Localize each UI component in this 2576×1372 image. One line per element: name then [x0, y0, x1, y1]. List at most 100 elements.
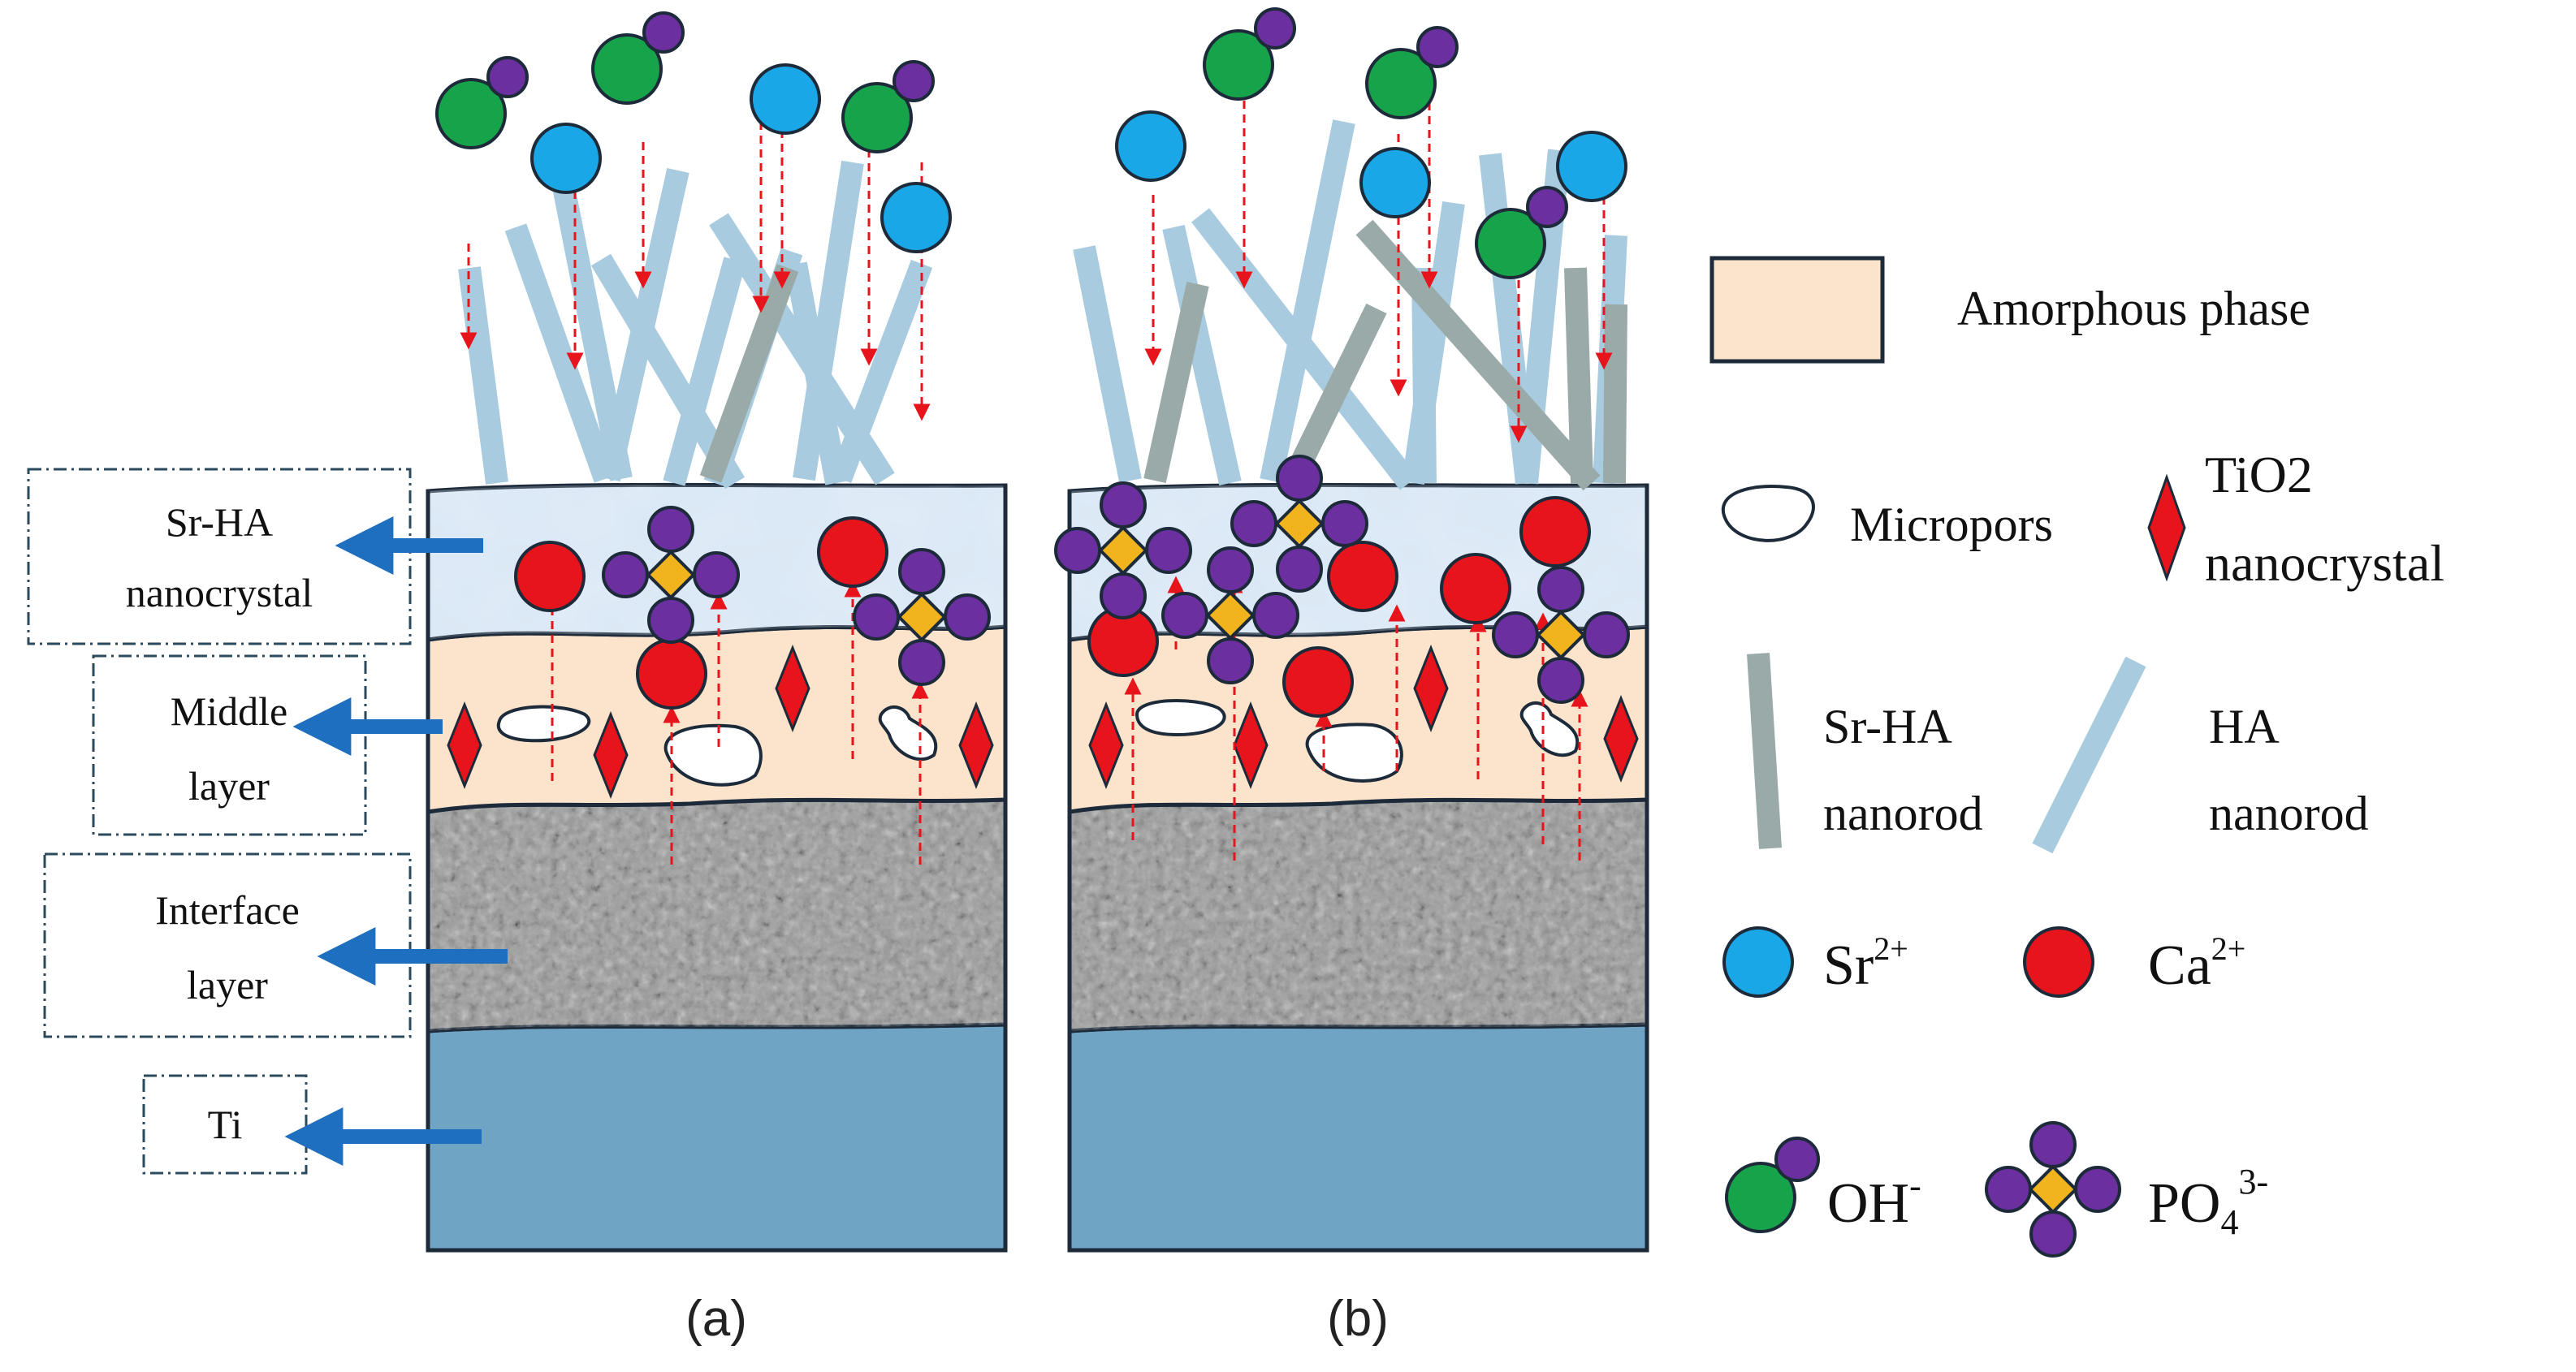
ca-ion	[817, 516, 888, 588]
sr-ha-nanocrystal-label-line2: nanocrystal	[126, 570, 313, 615]
oh-ion	[1203, 29, 1274, 101]
sr-ion	[530, 123, 602, 194]
ha-nanorod	[1162, 224, 1242, 486]
po4-ion-oxygen	[1207, 637, 1254, 684]
legend-oh-ion-symbol: OH	[1827, 1172, 1909, 1235]
tio2-nanocrystal	[593, 710, 629, 800]
legend-tio2-icon	[2147, 473, 2186, 582]
sr-ion	[1359, 147, 1431, 218]
oh-ion	[591, 33, 663, 105]
po4-ion-oxygen	[602, 551, 649, 598]
ha-nanorod	[793, 160, 864, 481]
ti-substrate-b	[1067, 1022, 1649, 1253]
sr-ion	[1556, 131, 1627, 202]
ha-nanorod	[504, 223, 616, 483]
oh-ion-oxygen	[893, 60, 935, 102]
legend-po4-ion-label: PO43-	[2148, 1162, 2268, 1242]
legend-sr-ha-nanorod-label-line1: Sr-HA	[1823, 700, 1952, 753]
sr-ha-nanorod	[1564, 267, 1593, 484]
legend-micropore-icon	[1721, 485, 1815, 542]
sr-ha-nanorod	[1355, 219, 1601, 491]
oh-ion-oxygen	[642, 11, 685, 54]
po4-ion-oxygen	[1537, 566, 1584, 613]
ha-nanorod	[663, 257, 746, 486]
oh-ion	[1365, 48, 1437, 119]
side-labels: Sr-HA nanocrystal Middle layer Interface…	[27, 468, 508, 1175]
legend-amorphous-swatch	[1709, 256, 1885, 364]
panel-b-caption: (b)	[1327, 1291, 1389, 1347]
legend-ha-nanorod-icon	[2032, 656, 2146, 854]
po4-ion-oxygen	[1100, 481, 1147, 529]
po4-ion-oxygen	[1230, 500, 1277, 547]
legend-sr-ion-symbol: Sr	[1823, 934, 1874, 997]
ions	[435, 7, 1630, 718]
tio2-nanocrystal	[958, 701, 994, 790]
legend-tio2-label-line2: nanocrystal	[2205, 534, 2444, 592]
po4-ion-oxygen	[693, 551, 740, 598]
middle-layer-label-line2: layer	[188, 763, 270, 809]
sr-ha-nanocrystal-label-line1: Sr-HA	[166, 499, 273, 545]
legend-oh-ion-icon	[1725, 1137, 1820, 1233]
legend-po4-ion-icon	[1985, 1121, 2121, 1258]
tio2-nanocrystal	[447, 701, 482, 790]
ti-substrate-a	[426, 1022, 1008, 1253]
sr-ha-nanorod	[1281, 303, 1387, 489]
micropore	[496, 705, 591, 743]
ca-ion	[1519, 496, 1591, 567]
sr-ion	[750, 63, 821, 135]
legend-ca-ion-label: Ca2+	[2148, 930, 2245, 997]
legend-sr-ha-nanorod-icon	[1747, 653, 1782, 849]
po4-ion-oxygen	[944, 593, 991, 641]
po4-ion-oxygen	[1276, 455, 1323, 502]
po4-ion-oxygen	[898, 548, 945, 595]
po4-ion-oxygen	[1492, 611, 1539, 658]
ha-nanorod	[458, 266, 508, 485]
oh-ion-oxygen	[486, 56, 529, 98]
micropores	[496, 698, 1580, 787]
legend-po4-ion-symbol: PO	[2148, 1172, 2220, 1235]
legend-po4-ion-charge: 3-	[2238, 1162, 2268, 1202]
legend-micropores-label: Micropors	[1850, 498, 2053, 551]
tio2-nanocrystal	[775, 644, 810, 733]
middle-layer-label-line1: Middle	[171, 688, 287, 734]
micropore	[1135, 698, 1226, 737]
po4-ion-oxygen	[1207, 546, 1254, 593]
po4-ion-oxygen	[1583, 611, 1630, 658]
tio2-nanocrystal	[1233, 701, 1269, 790]
legend-ca-ion-icon	[2023, 926, 2094, 998]
legend-tio2-label-line1: TiO2	[2205, 446, 2313, 503]
legend-sr-ha-nanorod-label-line2: nanorod	[1823, 787, 1983, 840]
po4-ion-oxygen	[647, 506, 694, 553]
nanorods	[458, 119, 1627, 491]
oh-ion-oxygen	[1254, 7, 1296, 50]
po4-ion-oxygen	[647, 597, 694, 644]
legend-ca-ion-symbol: Ca	[2148, 934, 2211, 997]
legend-po4-ion-subscript: 4	[2220, 1202, 2238, 1242]
tio2-nanocrystal	[1603, 694, 1639, 783]
micropore	[1519, 701, 1580, 757]
po4-ion-oxygen	[1537, 657, 1584, 704]
legend-oh-ion-charge: -	[1909, 1166, 1921, 1206]
legend-sr-ion-charge: 2+	[1874, 930, 1908, 967]
oh-ion-oxygen	[1416, 26, 1459, 68]
sr-ha-nanorod	[699, 264, 799, 483]
ca-ion	[1282, 646, 1354, 718]
sr-ion	[880, 182, 952, 253]
ca-ion	[514, 541, 586, 612]
tio2-nanocrystals	[447, 644, 1639, 800]
po4-ion-oxygen	[1054, 527, 1101, 574]
sr-ha-nanorod	[1143, 282, 1209, 483]
ha-nanorod	[1260, 119, 1355, 483]
middle-layer-label-box	[92, 654, 367, 836]
micropore	[878, 705, 938, 762]
ha-nanorod	[829, 260, 933, 483]
tio2-nanocrystal	[1088, 701, 1124, 790]
po4-ion-oxygen	[1145, 527, 1192, 574]
ha-nanorod	[1073, 245, 1142, 483]
po4-ion-oxygen	[1161, 592, 1208, 639]
tio2-nanocrystal	[1413, 644, 1449, 733]
legend-amorphous-label: Amorphous phase	[1957, 282, 2310, 335]
po4-ion-oxygen	[1276, 546, 1323, 593]
legend-ha-nanorod-label-line1: HA	[2209, 700, 2280, 753]
